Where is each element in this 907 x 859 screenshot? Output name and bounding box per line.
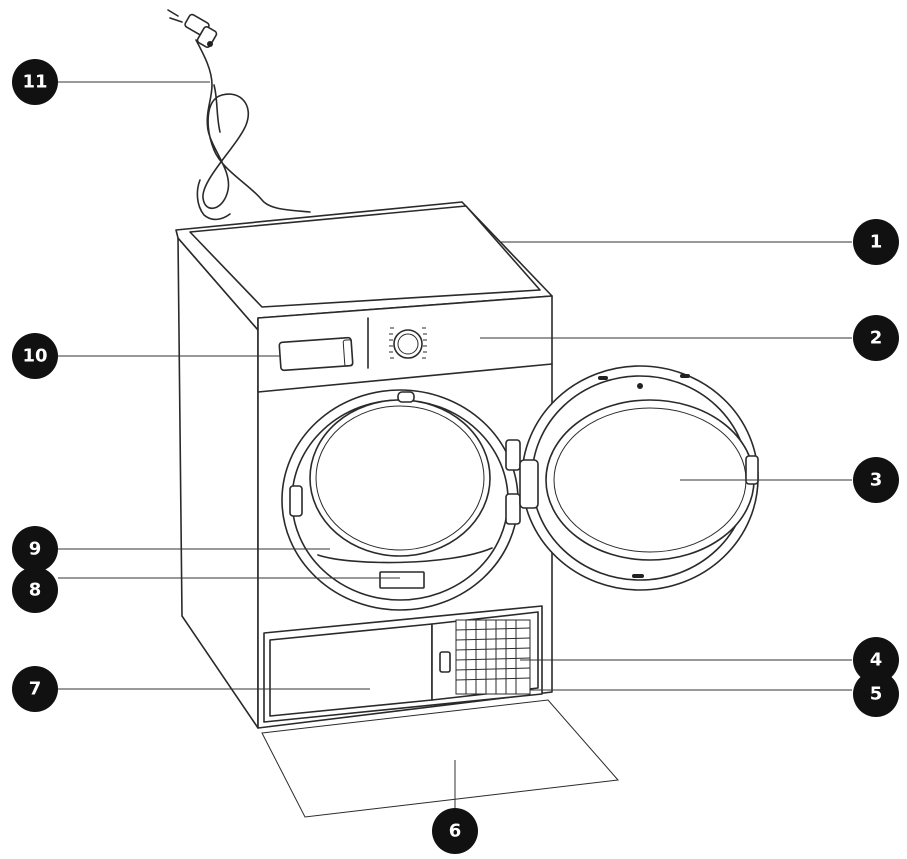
leader-lines	[58, 81, 852, 810]
control-display	[278, 336, 354, 372]
program-knob[interactable]	[389, 327, 427, 359]
callout-11: 11	[12, 59, 58, 105]
callout-6: 6	[432, 808, 478, 854]
power-cord	[167, 9, 311, 221]
svg-text:9: 9	[29, 539, 42, 560]
type-label	[379, 571, 425, 589]
svg-text:6: 6	[449, 821, 462, 842]
fluff-filter	[317, 547, 493, 564]
svg-text:5: 5	[870, 684, 883, 705]
svg-text:4: 4	[870, 650, 883, 671]
dryer-body	[175, 201, 553, 729]
svg-text:3: 3	[870, 470, 883, 491]
top-panel	[189, 205, 541, 308]
callout-9: 9	[12, 526, 58, 572]
callout-8: 8	[12, 567, 58, 613]
callout-1: 1	[853, 219, 899, 265]
svg-text:11: 11	[22, 72, 47, 93]
heat-exchanger-cover	[269, 623, 433, 717]
callout-5: 5	[853, 671, 899, 717]
plinth-handle[interactable]	[439, 651, 451, 673]
svg-text:1: 1	[870, 232, 883, 253]
svg-text:7: 7	[29, 679, 42, 700]
svg-text:2: 2	[870, 328, 883, 349]
svg-text:8: 8	[29, 580, 42, 601]
callout-3: 3	[853, 457, 899, 503]
ventilation-grill	[455, 619, 531, 695]
callout-4: 4	[853, 637, 899, 683]
floor-plate	[261, 699, 620, 818]
callout-10: 10	[12, 333, 58, 379]
loading-door[interactable]	[505, 365, 759, 591]
svg-text:10: 10	[22, 346, 47, 367]
callout-7: 7	[12, 666, 58, 712]
callout-2: 2	[853, 315, 899, 361]
